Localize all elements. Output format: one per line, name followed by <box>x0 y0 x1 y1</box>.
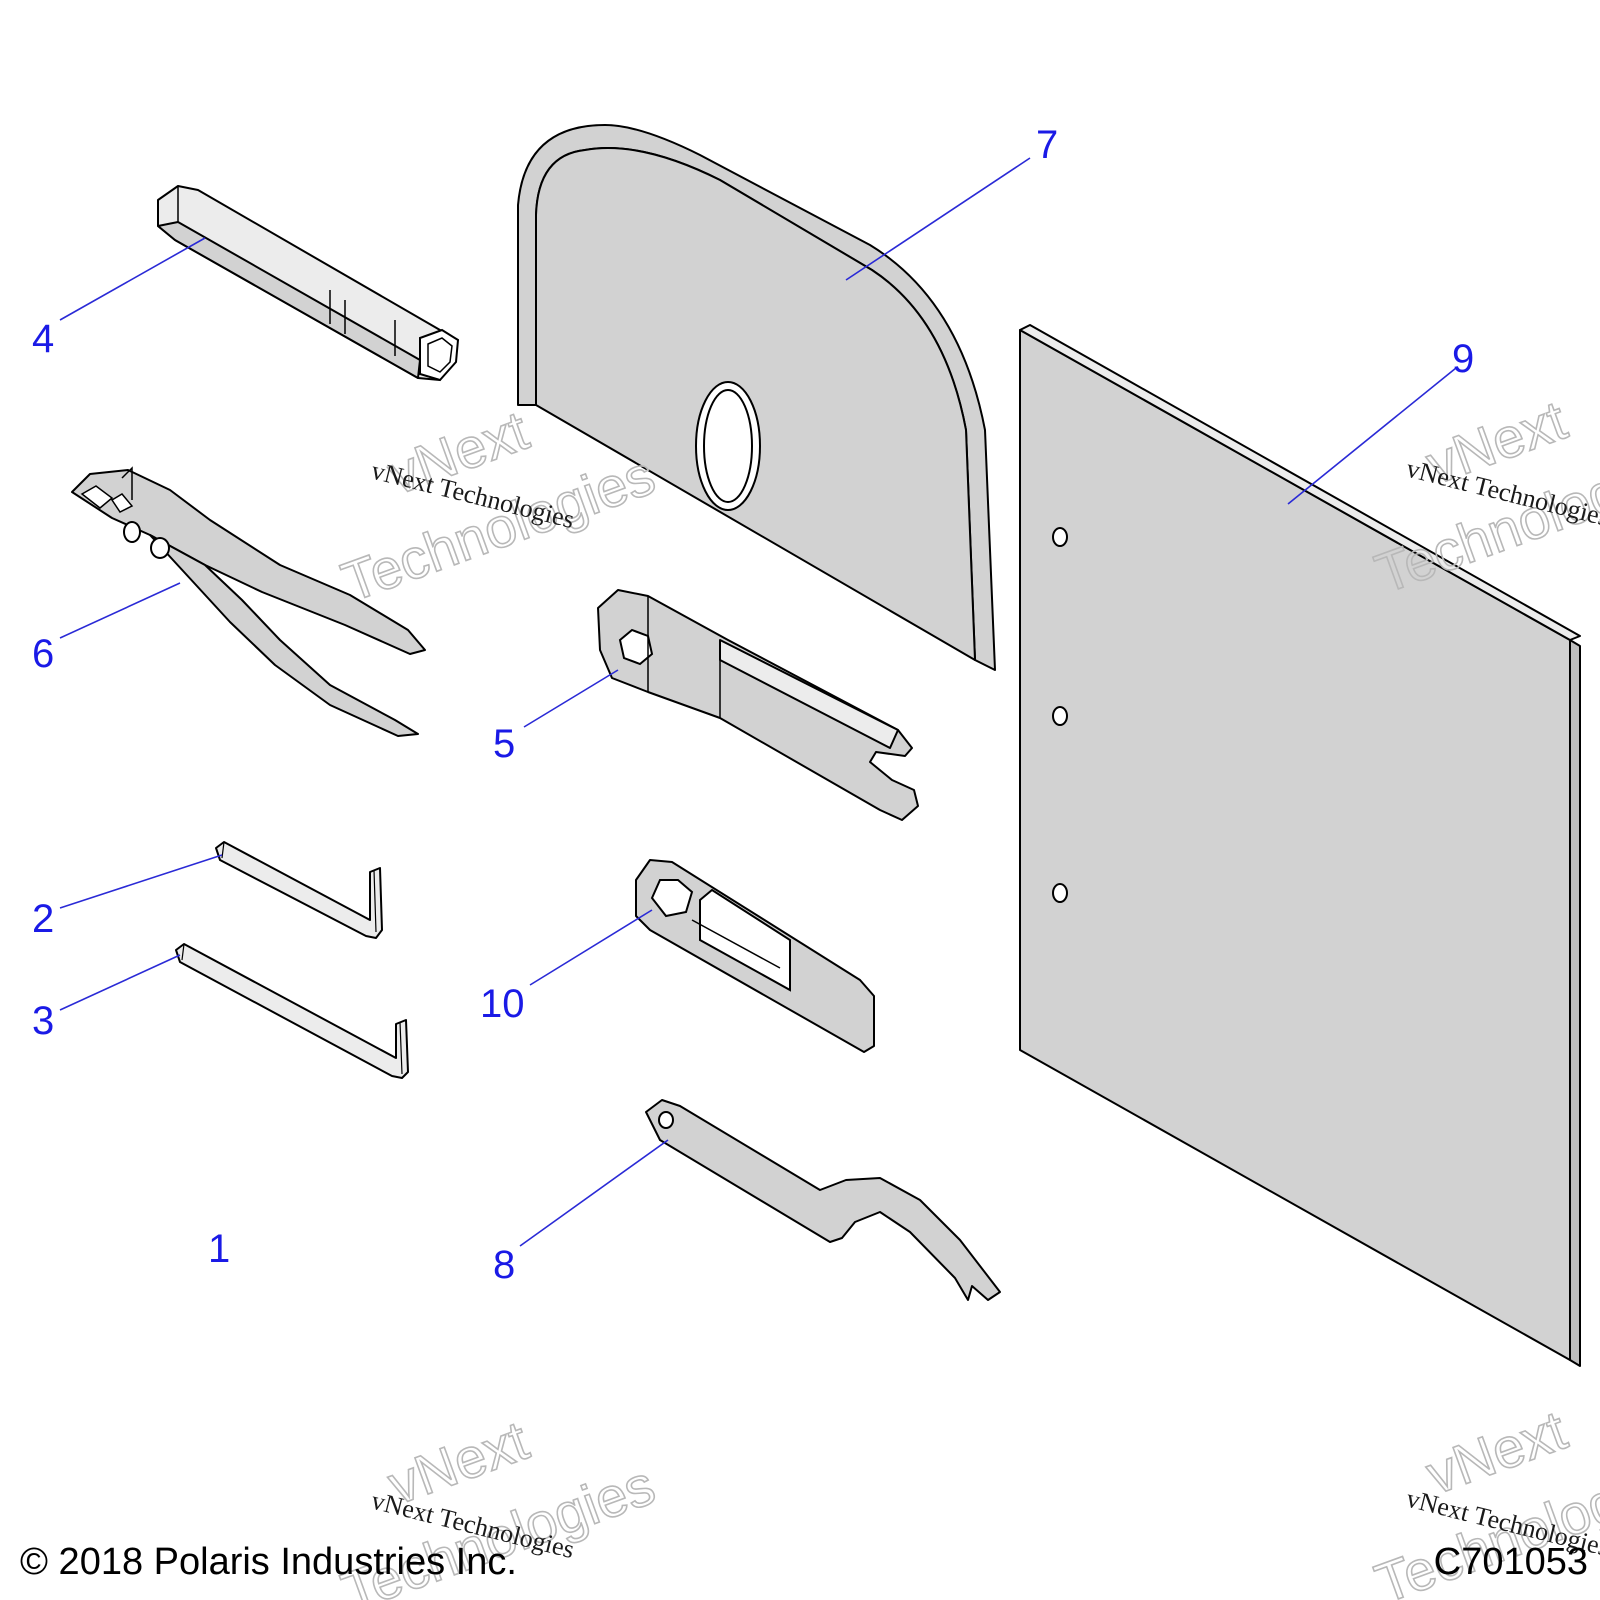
callout-9: 9 <box>1452 337 1474 381</box>
copyright-text: © 2018 Polaris Industries Inc. <box>20 1541 517 1583</box>
part-4-socket-wrench <box>157 185 460 382</box>
part-8-spanner <box>645 1099 1001 1301</box>
callout-4: 4 <box>32 317 54 361</box>
callout-10: 10 <box>480 982 525 1026</box>
part-10-flat-wrench <box>635 859 875 1053</box>
callout-3: 3 <box>32 999 54 1043</box>
callouts: 4 6 2 3 1 5 7 9 10 8 <box>32 123 1474 1287</box>
callout-7: 7 <box>1036 123 1058 167</box>
pouch-grommet <box>695 381 761 511</box>
callout-8: 8 <box>493 1243 515 1287</box>
part-7-tool-pouch <box>517 124 996 671</box>
part-3-hex-key-long <box>175 943 409 1079</box>
callout-2: 2 <box>32 897 54 941</box>
part-5-hex-wrench <box>597 589 919 821</box>
figure-id: C701053 <box>1434 1541 1588 1583</box>
part-2-hex-key <box>215 841 383 939</box>
callout-1: 1 <box>208 1227 230 1271</box>
callout-6: 6 <box>32 632 54 676</box>
part-9-booklet <box>1019 324 1581 1367</box>
part-6-pliers <box>71 466 426 737</box>
leader-lines <box>59 157 1457 1247</box>
callout-5: 5 <box>493 722 515 766</box>
